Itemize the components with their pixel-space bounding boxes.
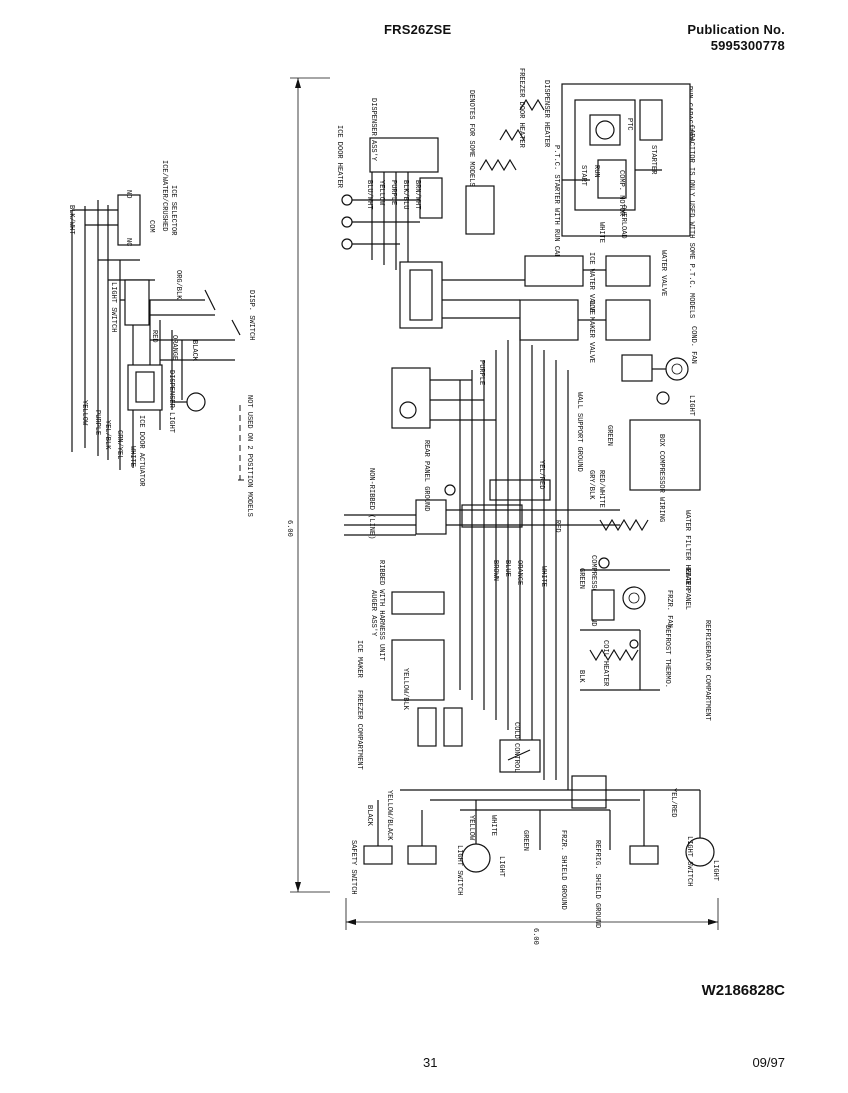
inset-wire-yel-blk: YEL/BLK <box>103 420 111 450</box>
inset-no: NO <box>124 190 132 198</box>
safety-switch-label: SAFETY SWITCH <box>349 840 357 895</box>
denotes-label: DENOTES FOR SOME MODELS ONLY <box>467 90 475 208</box>
ice-door-heater-label: ICE DOOR HEATER <box>335 125 343 189</box>
inset-dispenser-circuit: BLK/WHT YELLOW PURPLE YEL/BLK GRN/YEL WH… <box>67 160 255 517</box>
light-switch-ref-label: LIGHT SWITCH <box>685 836 693 886</box>
starter-label: STARTER <box>649 145 657 175</box>
inset-wire-grn-yel: GRN/YEL <box>115 430 123 459</box>
dimension-lines: 6.00 6.00 <box>285 77 719 945</box>
dispenser-assy-label: DISPENSER ASS'Y <box>369 98 377 162</box>
inset-org-blk: ORG/BLK <box>174 270 182 300</box>
light-frz-label: LIGHT <box>497 856 505 877</box>
ice-maker-valve-label: ICE MAKER VALVE <box>587 300 595 363</box>
inset-ice-selector: ICE SELECTOR <box>169 185 177 236</box>
non-ribbed-label: NON-RIBBED (LINE) <box>367 468 375 539</box>
auger-assy-label: AUGER ASS'Y <box>369 590 377 637</box>
bottom-green-label: GREEN <box>521 830 529 851</box>
blk-label: BLK <box>577 670 585 683</box>
inset-black: BLACK <box>190 340 198 362</box>
rear-panel-label: REAR PANEL <box>683 568 691 610</box>
bottom-black-label: BLACK <box>365 805 373 827</box>
inset-dispenser-light: DISPENSER LIGHT <box>167 370 175 433</box>
blue-label: BLUE <box>503 560 511 577</box>
vertical-dimension: 6.00 <box>285 520 293 537</box>
orange-label: ORANGE <box>515 560 523 585</box>
overload-label: OVERLOAD <box>619 205 627 239</box>
water-valve-label: WATER VALVE <box>659 250 667 296</box>
bottom-yel-red-label: YEL/RED <box>669 788 677 817</box>
drawing-number: W2186828C <box>701 982 785 999</box>
inset-light-switch: LIGHT SWITCH <box>109 282 117 332</box>
inset-wire-white: WHITE <box>128 446 136 467</box>
ice-water-valve-label: ICE WATER VALVE <box>587 252 595 315</box>
inset-nc: NC <box>124 238 132 246</box>
refrig-shield-ground-label: REFRIG. SHIELD GROUND <box>593 840 601 928</box>
green-ground-label: GREEN <box>605 425 613 446</box>
ice-maker-label: ICE MAKER <box>355 640 363 679</box>
defrost-thermo-label: DEFROST THERMO. <box>663 625 671 688</box>
inset-orange: ORANGE <box>170 335 178 360</box>
start-label: START <box>579 165 587 186</box>
ptc-label: PTC <box>625 118 633 131</box>
publication-label: Publication No. <box>687 22 785 37</box>
white-label: WHITE <box>539 566 547 587</box>
comp-motor-label: COMP. MOTOR <box>617 170 625 217</box>
ptc-white-label: WHITE <box>597 222 605 243</box>
run-label: RUN <box>592 165 600 178</box>
frzr-shield-ground-label: FRZR. SHIELD GROUND <box>559 830 567 910</box>
box-compressor-wiring-label: BOX COMPRESSOR WIRING <box>657 434 665 522</box>
rear-panel-ground-label: REAR PANEL GROUND <box>422 440 430 511</box>
inset-wire-yellow: YELLOW <box>80 400 88 426</box>
red-white-label: RED/WHITE <box>597 470 605 508</box>
green-label: GREEN <box>577 568 585 589</box>
inset-disp-switch: DISP. SWITCH <box>247 290 255 340</box>
inset-com: COM <box>147 220 155 233</box>
water-filter-heater-label: WATER FILTER HEATER <box>683 510 691 591</box>
inset-wire-blk-wht: BLK/WHT <box>67 205 75 234</box>
bottom-white-label: WHITE <box>489 815 497 836</box>
date-code: 09/97 <box>752 1055 785 1070</box>
main-schematic: ICE DOOR HEATER DISPENSER ASS'Y DENOTES … <box>335 68 719 928</box>
inset-ice-door-actuator: ICE DOOR ACTUATOR <box>137 415 145 487</box>
wall-support-ground-label: WALL SUPPORT GROUND <box>575 392 583 472</box>
page-number: 31 <box>423 1055 438 1070</box>
horizontal-dimension: 6.00 <box>531 928 539 945</box>
inset-wire-purple: PURPLE <box>93 410 101 435</box>
refrigerator-compartment-label: REFRIGERATOR COMPARTMENT <box>703 620 711 721</box>
wire-brn-wht: BRN/WHT <box>413 180 421 209</box>
publication-number: 5995300778 <box>710 38 785 53</box>
wire-purple: PURPLE <box>389 180 397 205</box>
purple-label: PURPLE <box>477 360 485 385</box>
ribbed-label: RIBBED WITH HARNESS UNIT <box>377 560 385 661</box>
inset-ice-water-crushed: ICE/WATER/CRUSHED <box>160 160 168 231</box>
model-number: FRS26ZSE <box>384 22 452 37</box>
brown-label: BROWN <box>491 560 499 581</box>
yellow-blk-label: YELLOW/BLK <box>401 668 409 711</box>
capacitor-note: CAPACITOR IS ONLY USED WITH SOME P.T.C. … <box>687 125 695 318</box>
bottom-yellow-black-label: YELLOW/BLACK <box>385 790 393 841</box>
light-switch-frz-label: LIGHT SWITCH <box>455 845 463 895</box>
red-label: RED <box>553 520 561 533</box>
inset-note: NOT USED ON 2 POSITION MODELS <box>245 395 253 517</box>
yel-red-label: YEL/RED <box>537 460 545 489</box>
wire-blk-blu: BLK/BLU <box>401 180 409 209</box>
light-ref-label: LIGHT <box>711 860 719 881</box>
gry-blk-label: GRY/BLK <box>587 470 595 500</box>
wire-yellow: YELLOW <box>377 180 385 206</box>
cold-control-label: COLD CONTROL <box>512 722 520 772</box>
wire-blu-wht: BLU/WHT <box>365 180 373 209</box>
coil-heater-label: COIL HEATER <box>601 640 609 687</box>
ptc-starter-label: P.T.C. STARTER WITH RUN CAPACITOR <box>552 145 560 284</box>
cond-fan-label: COND. FAN <box>689 326 697 364</box>
dispenser-heater-label: DISPENSER HEATER <box>542 80 550 148</box>
inset-red: RED <box>150 330 158 343</box>
frzr-fan-label: FRZR. FAN <box>665 590 673 628</box>
bottom-yellow-label: YELLOW <box>467 815 475 841</box>
freezer-compartment-label: FREEZER COMPARTMENT <box>355 690 363 770</box>
